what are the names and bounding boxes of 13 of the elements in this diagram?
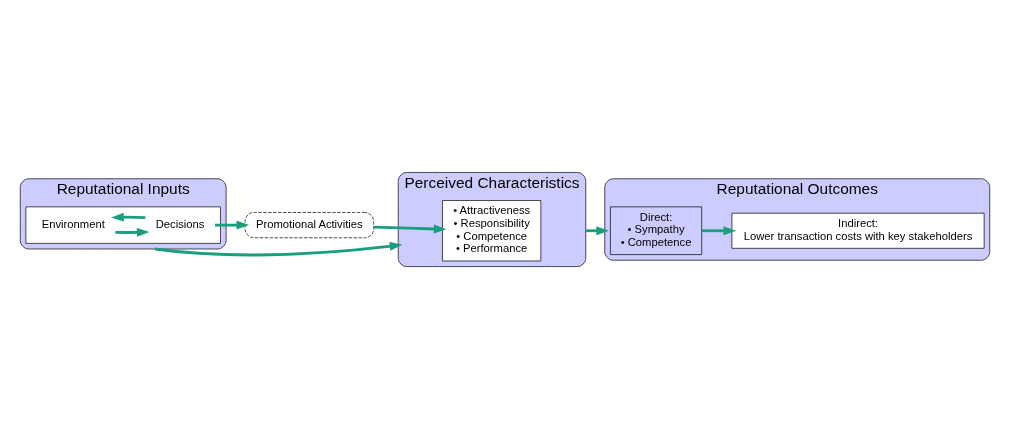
node-box: Direct: • Sympathy • Competence — [610, 206, 703, 255]
arrow — [215, 220, 250, 230]
node-text: Decisions — [155, 217, 205, 230]
cluster — [25, 206, 221, 244]
arrow — [115, 227, 150, 237]
arrow — [373, 224, 447, 233]
node-box: Indirect: Lower transaction costs with key stakeholders — [731, 212, 985, 249]
node-text: Environment — [41, 217, 105, 230]
arrow — [111, 212, 146, 222]
node-box: • Attractiveness • Responsibility • Competence • Performance — [442, 199, 542, 261]
arrow — [154, 241, 403, 256]
node-box: Promotional Activities — [244, 211, 374, 238]
arrow — [701, 225, 737, 235]
